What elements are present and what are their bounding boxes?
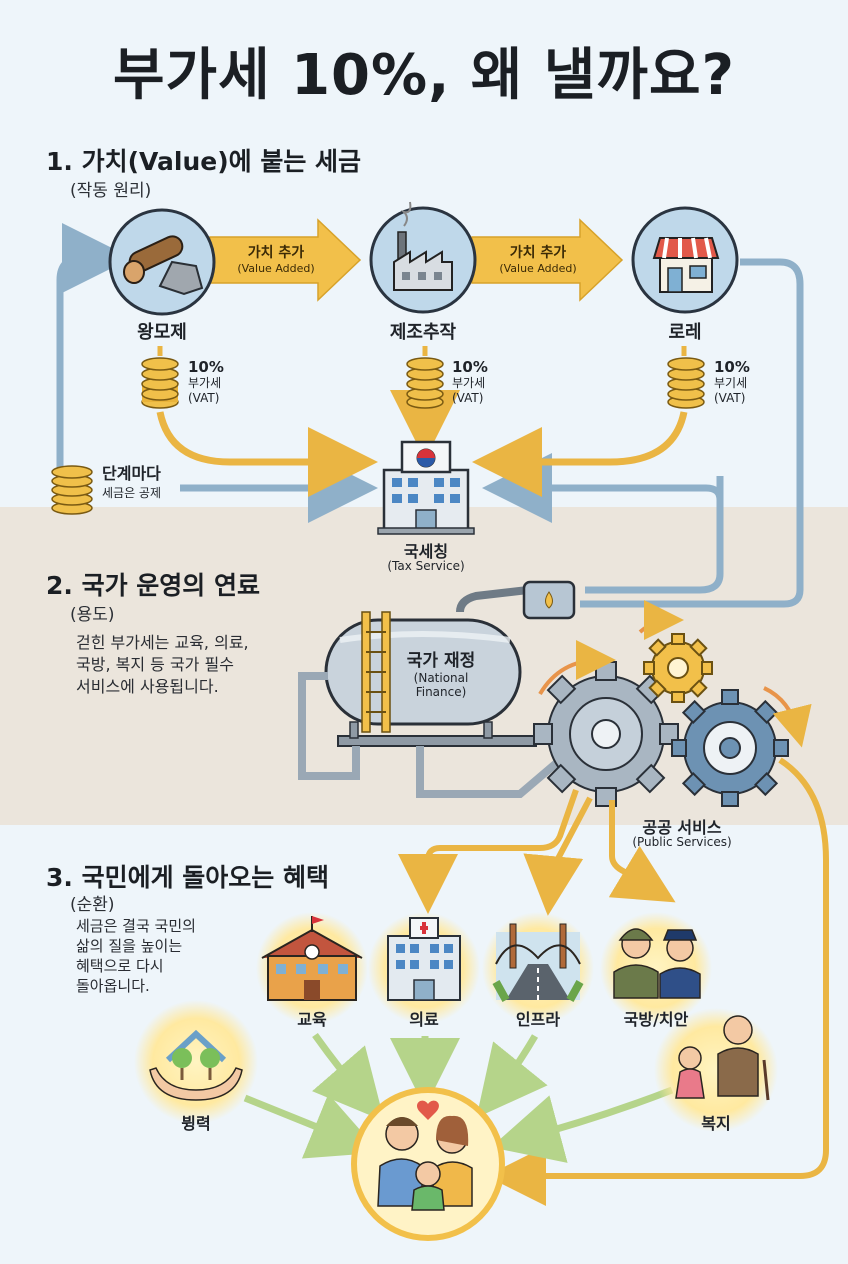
vat-flow-right [472, 411, 688, 497]
service-label-education: 교육 [297, 1010, 327, 1029]
value-added-sub-1: (Value Added) [237, 262, 315, 275]
tax-office-sub: (Tax Service) [387, 559, 465, 573]
section1-subtitle: (작동 원리) [70, 181, 152, 201]
deduction-note: 단계마다 세금은 공제 [102, 464, 162, 500]
vat-label-3: 10% 부기세 (VAT) [714, 358, 750, 405]
school-icon [261, 916, 363, 1001]
service-label-medical: 의료 [409, 1010, 439, 1029]
tax-office-building-icon [377, 440, 475, 535]
benefit-arrow [490, 1086, 674, 1163]
vat-flow-left [156, 411, 378, 497]
hospital-icon [387, 917, 461, 1001]
elderly-child-icon [675, 1015, 770, 1101]
vat-label-2: 10% 부가세 (VAT) [452, 358, 488, 405]
office-return-pipe [500, 466, 720, 476]
stage-label-raw: 왕모제 [137, 322, 187, 343]
deduction-loop-pipe [56, 223, 132, 474]
service-flow-medical [523, 796, 593, 916]
benefit-label-environment: 뷩력 [181, 1114, 211, 1133]
factory-icon [393, 201, 453, 291]
value-added-label-2: 가치 추가 [509, 245, 567, 261]
section2-title: 2. 국가 운영의 연료 [46, 571, 261, 600]
national-finance-tank-icon [298, 611, 563, 798]
coin-stack-icon [406, 357, 444, 409]
value-added-label-1: 가치 추가 [247, 245, 305, 261]
benefit-arrow [243, 1093, 380, 1159]
coin-stack-icon [141, 357, 179, 409]
section2-body: 걷힌 부가세는 교육, 의료, 국방, 복지 등 국가 필수 서비스에 사용됩니… [76, 633, 249, 696]
store-icon [652, 237, 720, 293]
page-title: 부가세 10%, 왜 낼까요? [113, 43, 735, 108]
service-label-defense: 국방/치안 [623, 1010, 689, 1029]
value-added-arrow-1 [209, 218, 362, 302]
public-services-sub: (Public Services) [632, 835, 732, 849]
section2-subtitle: (용도) [70, 605, 115, 625]
tank-label: 국가 재정 (National Finance) [406, 651, 476, 699]
section1-title: 1. 가치(Value)에 붙는 세금 [46, 147, 362, 176]
stage-label-factory: 제조추작 [389, 322, 457, 343]
bridge-icon [492, 923, 584, 1002]
value-added-arrow-2 [471, 218, 624, 302]
benefit-arrow [476, 1034, 548, 1118]
logs-stone-icon [123, 235, 204, 296]
benefit-arrow [312, 1032, 385, 1122]
section3-body: 세금은 결국 국민의 삶의 질을 높이는 혜택으로 다시 돌아옵니다. [76, 917, 196, 995]
fuel-nozzle-icon [456, 580, 576, 620]
service-flow-infra [608, 800, 676, 903]
stage-label-store: 로레 [668, 322, 702, 343]
benefit-label-welfare: 복지 [701, 1114, 731, 1133]
section3-title: 3. 국민에게 돌아오는 혜택 [46, 863, 330, 892]
environment-hands-icon [149, 1029, 243, 1101]
soldier-police-icon [613, 928, 701, 999]
section3-subtitle: (순환) [70, 895, 115, 915]
family-icon [377, 1100, 473, 1211]
service-label-infra: 인프라 [515, 1010, 561, 1029]
coin-stack-icon [667, 357, 705, 409]
gears-icon [533, 600, 812, 807]
tax-office-label: 국세칭 [403, 542, 449, 561]
office-to-tank-pipe [585, 476, 724, 594]
coin-stack-icon [51, 465, 93, 515]
public-services-label: 공공 서비스 [642, 818, 722, 837]
vat-label-1: 10% 부가세 (VAT) [188, 358, 224, 405]
service-flow-education [398, 789, 579, 914]
service-flow-welfare [486, 757, 829, 1206]
store-to-tank-pipe [580, 258, 804, 608]
value-added-sub-2: (Value Added) [499, 262, 577, 275]
